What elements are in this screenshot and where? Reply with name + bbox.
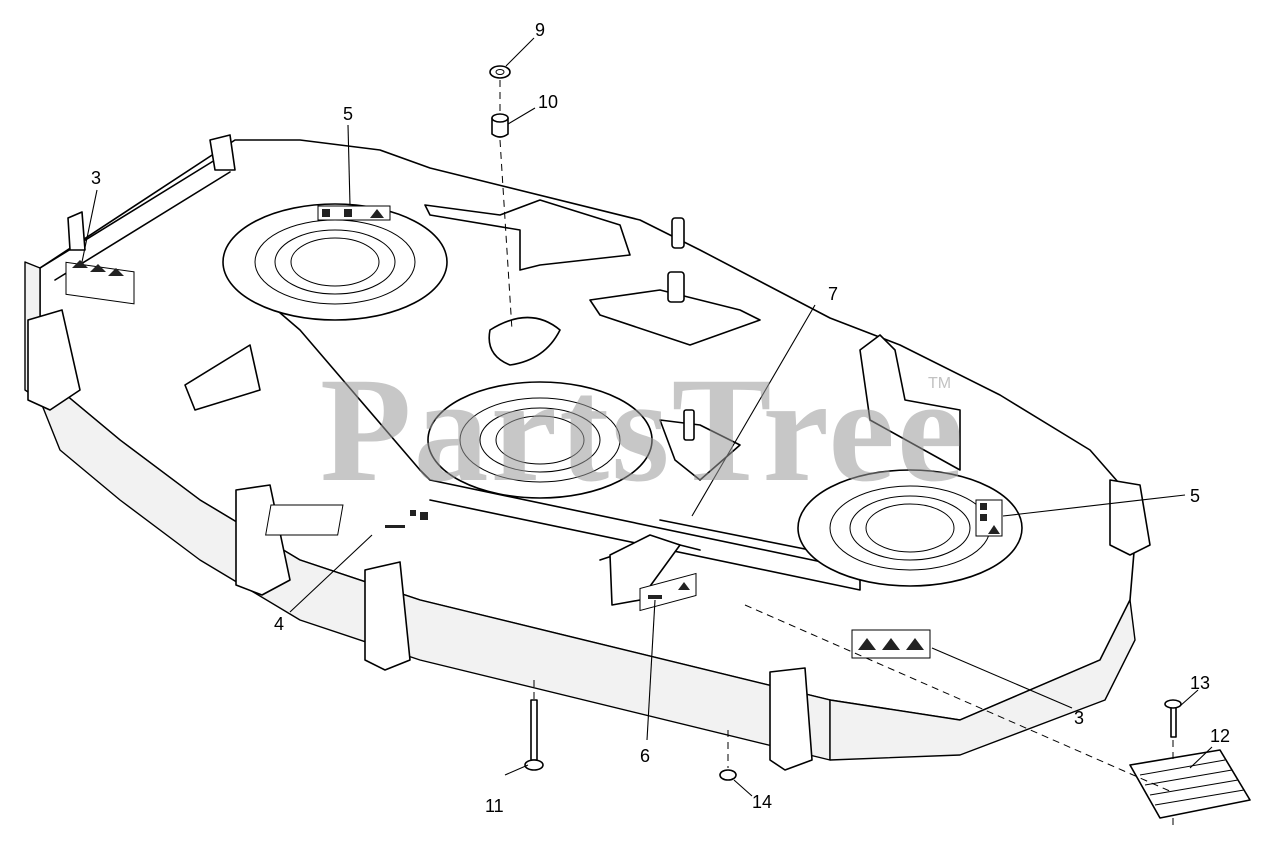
callout-3a: 3 [91,168,101,188]
watermark-text: PartsTree [320,347,965,513]
spindle-right [797,469,1023,587]
callout-3b: 3 [1074,708,1084,728]
deck-baffle-edge [229,269,861,591]
spindle-center [427,381,653,499]
decal-6 [639,572,697,612]
decal-3b [851,629,931,659]
callout-9: 9 [535,20,545,40]
callout-5b: 5 [1190,486,1200,506]
leader-lines [81,37,1213,797]
callout-6: 6 [640,746,650,766]
callout-11: 11 [485,796,504,816]
decal-5a [317,205,391,221]
callout-10: 10 [538,92,558,112]
part-11-bolt [524,699,544,771]
callout-13: 13 [1190,673,1210,693]
callout-14: 14 [752,792,772,812]
decal-3a [65,260,135,305]
callouts: 9 10 5 3 7 5 4 6 3 13 12 11 14 [91,20,1230,816]
watermark-trademark: TM [928,375,951,392]
part-14-nut [719,769,737,781]
assembly-lines [499,80,1174,830]
decal-5b [975,499,1003,537]
part-13-bolt [1164,699,1182,738]
deck-brackets [67,134,961,481]
deck-rear-rail [39,159,231,281]
decal-4 [265,504,428,536]
gauge-brackets [27,309,1151,771]
part-10-spacer [491,113,509,138]
part-12-pad [1129,749,1251,819]
callout-12: 12 [1210,726,1230,746]
part-9-nut [489,65,511,79]
spindle-left [222,203,448,321]
callout-5a: 5 [343,104,353,124]
callout-4: 4 [274,614,284,634]
watermark: PartsTree TM [320,347,965,513]
callout-7: 7 [828,284,838,304]
deck-right-skirt [829,599,1136,761]
